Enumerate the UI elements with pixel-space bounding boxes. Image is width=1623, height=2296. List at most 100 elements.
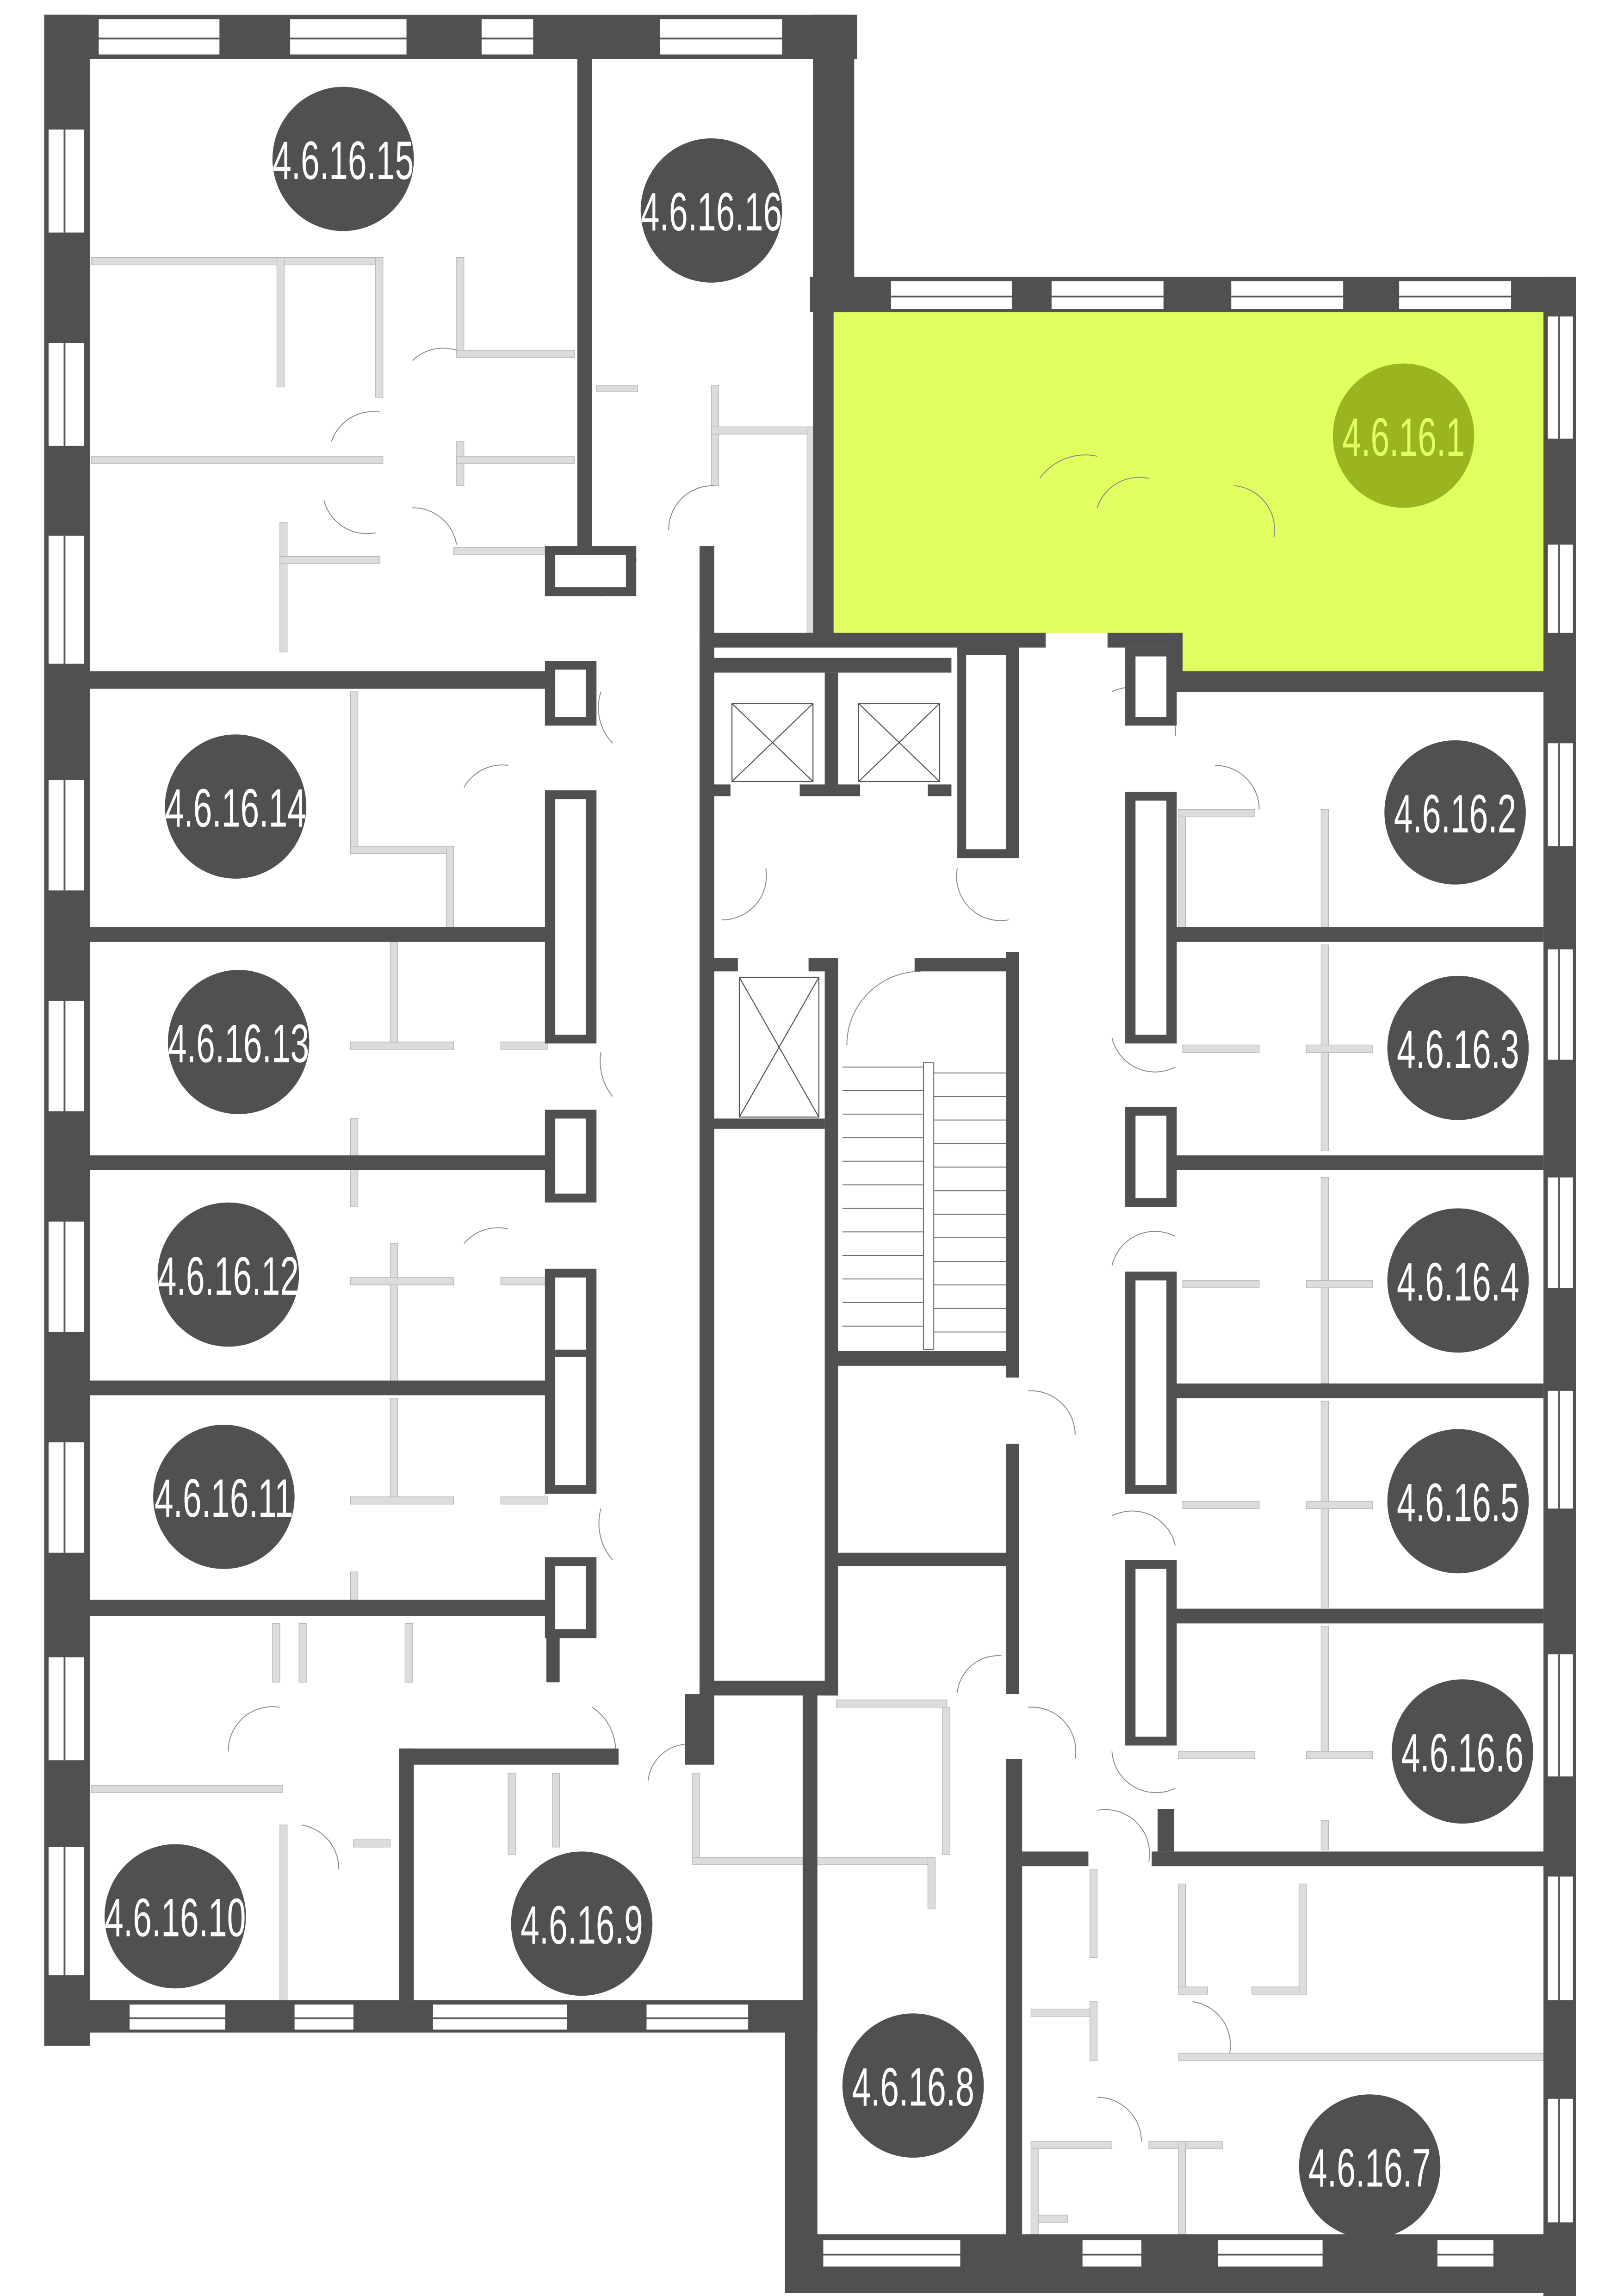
wall bbox=[712, 784, 731, 796]
partition bbox=[350, 1042, 454, 1050]
ventilation-shaft bbox=[555, 1118, 586, 1194]
unit-4-6-16-6[interactable]: 4.6.16.6 bbox=[1392, 1679, 1533, 1824]
partition bbox=[1178, 2053, 1547, 2061]
wall bbox=[824, 672, 838, 796]
unit-4-6-16-8[interactable]: 4.6.16.8 bbox=[842, 2013, 984, 2158]
partition bbox=[350, 1496, 454, 1505]
partition bbox=[91, 257, 384, 266]
unit-label: 4.6.16.11 bbox=[155, 1468, 293, 1529]
wall bbox=[577, 56, 592, 549]
door-swing bbox=[1111, 1510, 1176, 1546]
unit-4-6-16-4[interactable]: 4.6.16.4 bbox=[1387, 1208, 1529, 1353]
wall bbox=[1158, 1809, 1174, 1852]
ventilation-shaft bbox=[1135, 1280, 1167, 1485]
partition bbox=[508, 1773, 516, 1855]
window bbox=[49, 780, 84, 891]
partition bbox=[390, 942, 398, 1045]
door-swing bbox=[1111, 1751, 1176, 1793]
window bbox=[1548, 544, 1573, 633]
unit-4-6-16-10[interactable]: 4.6.16.10 bbox=[105, 1844, 246, 1989]
unit-4-6-16-15[interactable]: 4.6.16.15 bbox=[272, 87, 414, 231]
door-swing bbox=[721, 868, 767, 920]
wall bbox=[1177, 927, 1544, 942]
unit-badge-highlighted bbox=[1332, 363, 1474, 508]
window bbox=[646, 2004, 749, 2030]
unit-4-6-16-9[interactable]: 4.6.16.9 bbox=[511, 1851, 653, 1996]
partition bbox=[1299, 1883, 1307, 1995]
door-swing bbox=[463, 764, 508, 788]
unit-label: 4.6.16.16 bbox=[641, 182, 782, 242]
window bbox=[1231, 281, 1344, 309]
unit-4-6-16-3[interactable]: 4.6.16.3 bbox=[1387, 975, 1529, 1120]
door-swing bbox=[464, 1227, 508, 1244]
partition bbox=[1306, 1751, 1373, 1759]
unit-4-6-16-16[interactable]: 4.6.16.16 bbox=[640, 138, 782, 283]
wall bbox=[90, 927, 548, 942]
window bbox=[1218, 2240, 1323, 2267]
wall bbox=[957, 646, 1019, 655]
unit-label: 4.6.16.12 bbox=[158, 1246, 299, 1306]
wall bbox=[700, 546, 714, 1762]
unit-label: 4.6.16.4 bbox=[1397, 1252, 1519, 1312]
window bbox=[891, 281, 1012, 309]
partition bbox=[1178, 809, 1186, 928]
wall bbox=[799, 784, 861, 796]
partition bbox=[1178, 809, 1255, 817]
window bbox=[1548, 1654, 1573, 1777]
window bbox=[433, 2004, 567, 2030]
elevator-2 bbox=[858, 703, 941, 782]
door-swing bbox=[1111, 1231, 1176, 1266]
unit-4-6-16-14[interactable]: 4.6.16.14 bbox=[165, 734, 307, 879]
partition bbox=[1182, 1280, 1260, 1288]
partition bbox=[350, 846, 454, 854]
wall bbox=[838, 1552, 1006, 1566]
unit-4-6-16-5[interactable]: 4.6.16.5 bbox=[1387, 1429, 1529, 1574]
partition bbox=[836, 1700, 948, 1708]
partition bbox=[1251, 1986, 1300, 1995]
stair-handrail bbox=[923, 1062, 935, 1350]
unit-label: 4.6.16.7 bbox=[1308, 2138, 1431, 2198]
partition bbox=[711, 426, 815, 434]
partition bbox=[456, 257, 465, 354]
door-swing bbox=[668, 485, 714, 530]
window bbox=[481, 19, 533, 55]
door-swing bbox=[1193, 2001, 1231, 2054]
door-swing bbox=[1215, 765, 1260, 810]
windows bbox=[49, 19, 1573, 2267]
elevator-3 bbox=[738, 976, 820, 1118]
window bbox=[49, 1442, 84, 1553]
unit-4-6-16-12[interactable]: 4.6.16.12 bbox=[157, 1202, 299, 1347]
unit-badge bbox=[157, 1202, 299, 1347]
door-swing bbox=[412, 348, 457, 361]
unit-4-6-16-13[interactable]: 4.6.16.13 bbox=[167, 970, 310, 1114]
wall bbox=[90, 671, 548, 689]
unit-4-6-16-1[interactable]: 4.6.16.1 bbox=[1332, 363, 1474, 508]
partition bbox=[279, 556, 380, 564]
unit-label: 4.6.16.8 bbox=[852, 2057, 974, 2117]
partition bbox=[350, 691, 359, 854]
wall bbox=[1006, 1444, 1019, 1694]
partition bbox=[1182, 1044, 1260, 1053]
unit-label: 4.6.16.9 bbox=[520, 1895, 643, 1955]
wall bbox=[712, 658, 952, 673]
window bbox=[1548, 316, 1573, 439]
ventilation-shaft bbox=[555, 799, 586, 1035]
unit-4-6-16-11[interactable]: 4.6.16.11 bbox=[153, 1424, 295, 1569]
wall bbox=[700, 633, 1046, 648]
door-swing bbox=[1096, 477, 1149, 508]
door-swing bbox=[1111, 1037, 1176, 1073]
window bbox=[1399, 281, 1511, 309]
unit-badge bbox=[842, 2013, 984, 2158]
unit-4-6-16-2[interactable]: 4.6.16.2 bbox=[1384, 740, 1526, 885]
door-swing bbox=[1097, 2097, 1142, 2142]
door-swing bbox=[323, 500, 376, 534]
unit-badge bbox=[167, 970, 310, 1114]
ventilation-shaft bbox=[555, 1566, 586, 1630]
unit-4-6-16-7[interactable]: 4.6.16.7 bbox=[1299, 2094, 1441, 2239]
partition bbox=[1178, 1883, 1186, 1995]
unit-label: 4.6.16.13 bbox=[168, 1013, 309, 1074]
window bbox=[1548, 949, 1573, 1060]
window bbox=[1548, 743, 1573, 846]
wall bbox=[914, 958, 1019, 972]
elevators bbox=[731, 703, 941, 1118]
